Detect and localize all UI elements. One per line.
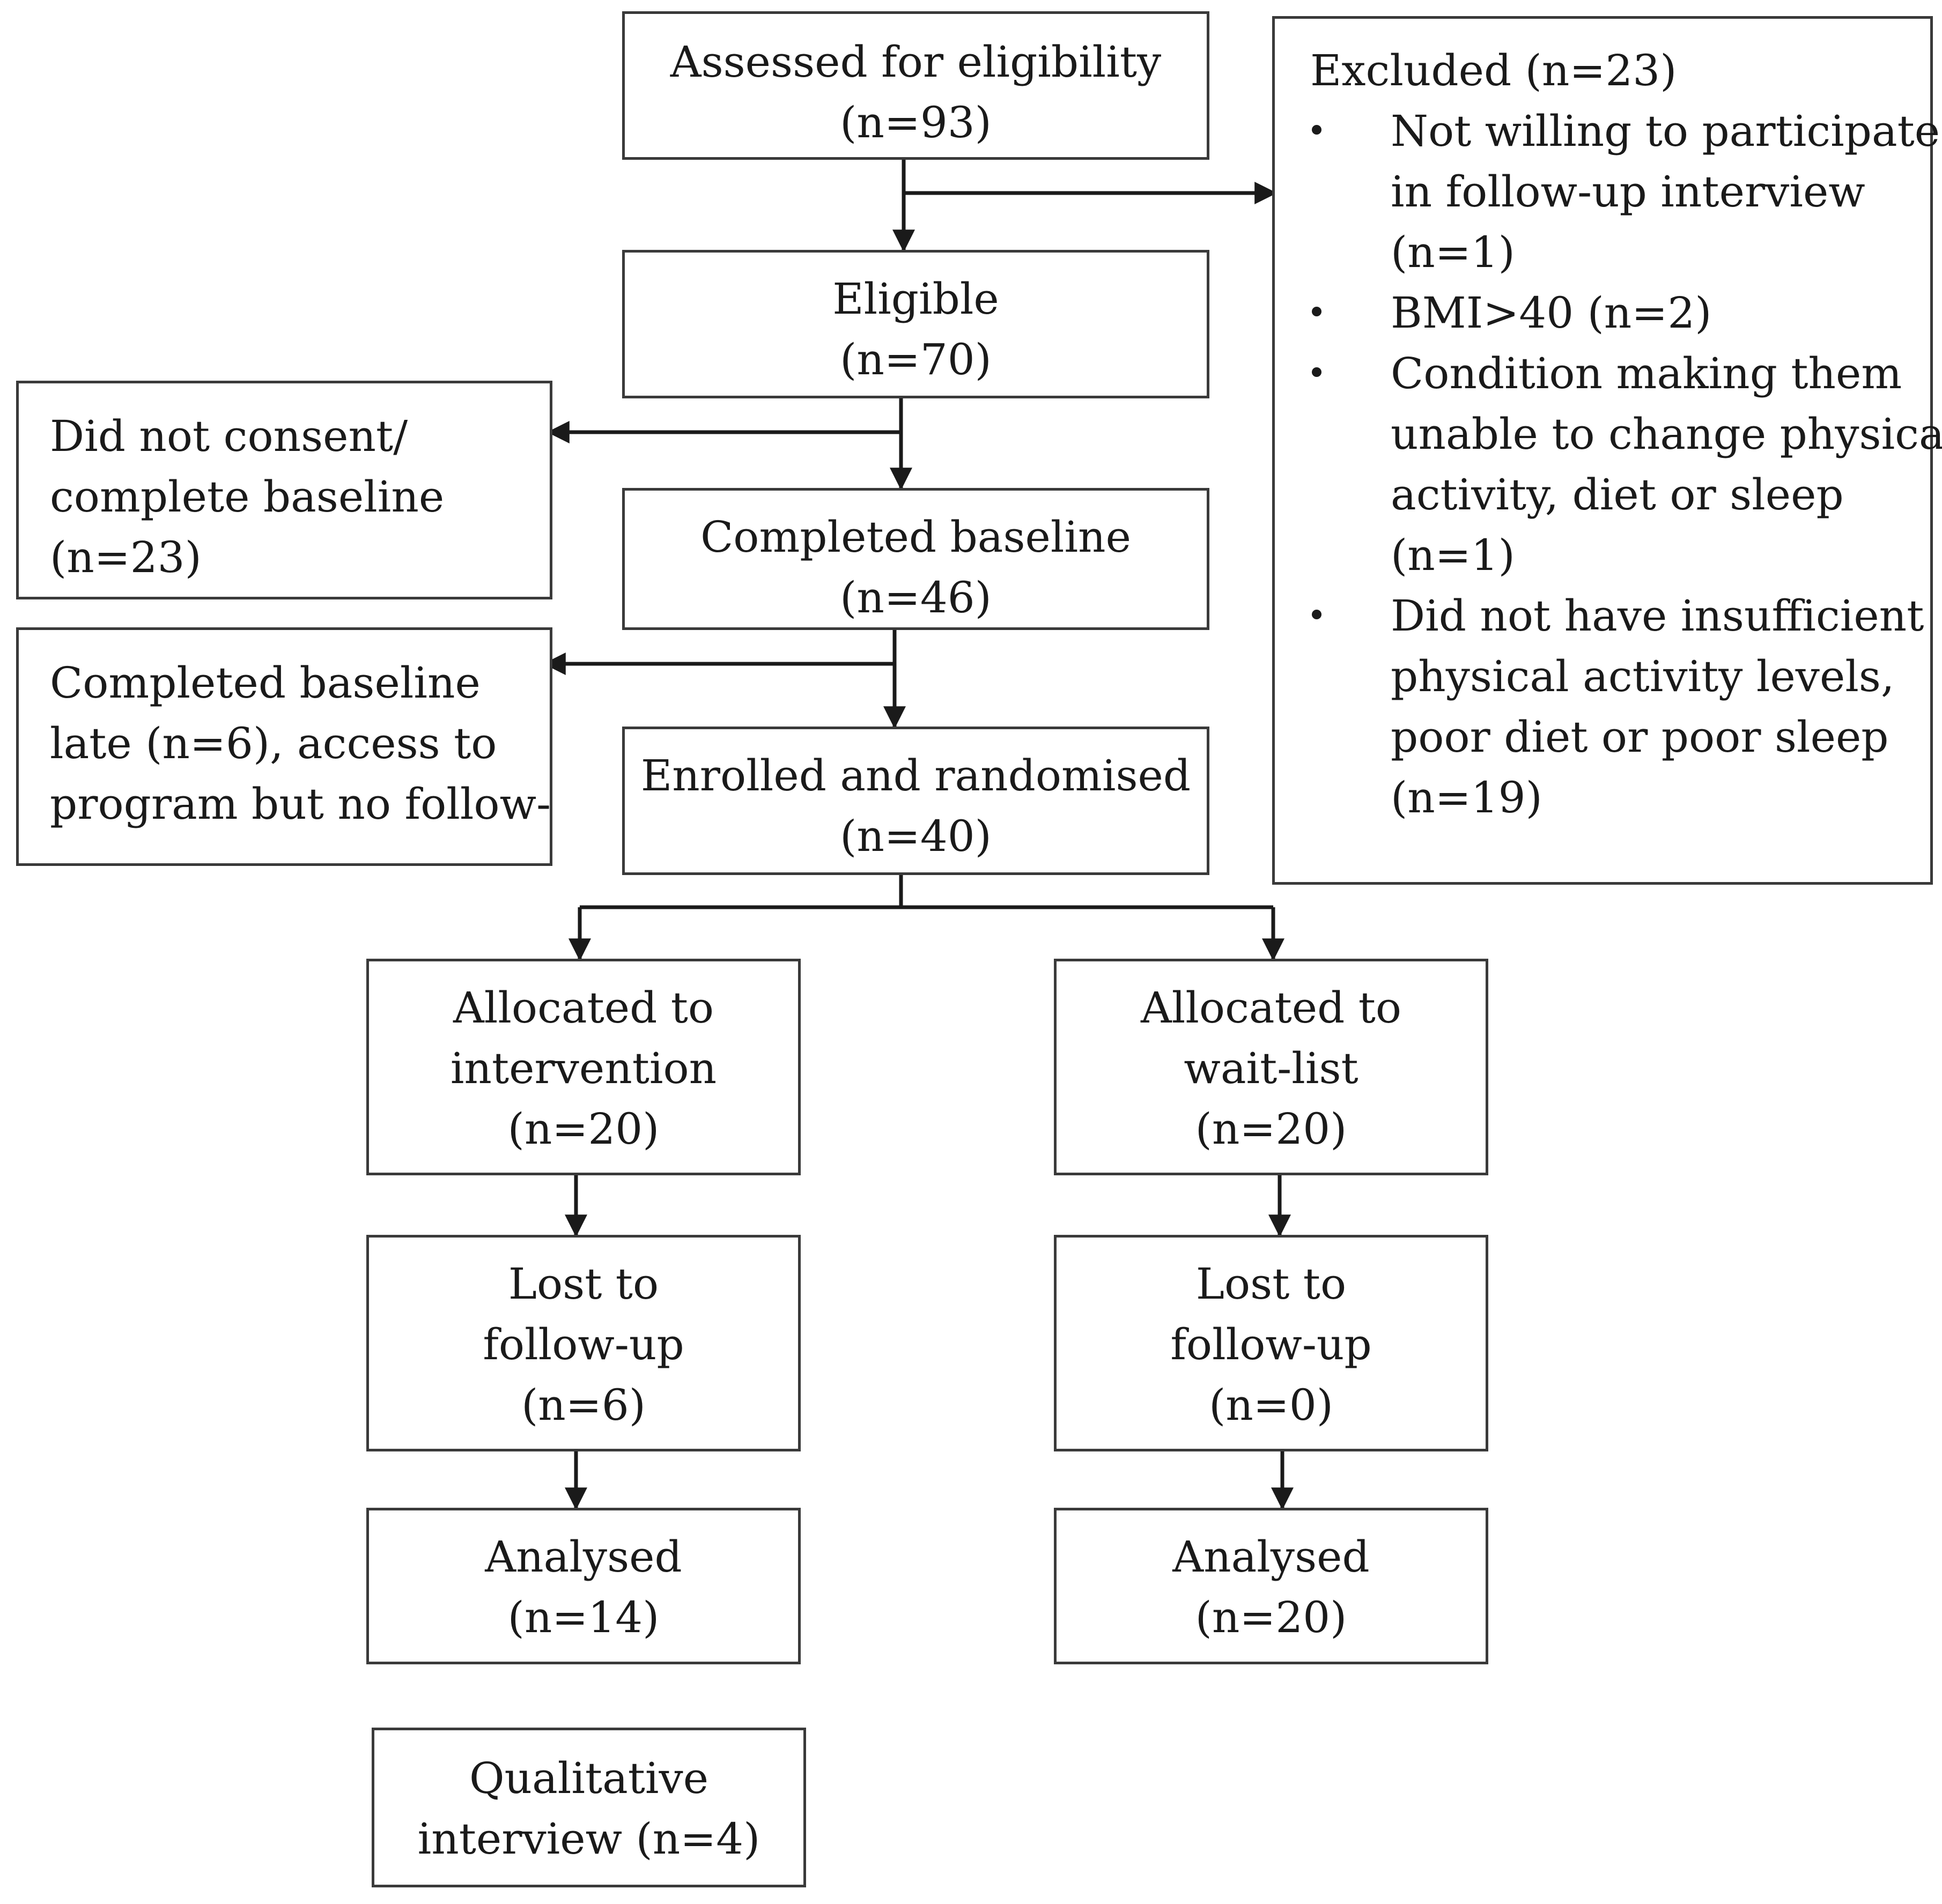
excluded-reason-text: activity, diet or sleep bbox=[1391, 470, 1844, 520]
excluded-reason-item: Condition making them unable to change p… bbox=[1310, 343, 1942, 586]
excluded-reason-count: (n=1) bbox=[1391, 530, 1515, 580]
excluded-title: Excluded (n=23) bbox=[1310, 46, 1677, 95]
lost-intervention-box: Lost to follow-up (n=6) bbox=[366, 1235, 801, 1451]
eligible-label: Eligible bbox=[832, 274, 999, 324]
excluded-reason-text: unable to change physical bbox=[1391, 409, 1942, 459]
excluded-reason-text: Did not have insufficient bbox=[1391, 591, 1924, 641]
lost-waitlist-line-1: Lost to bbox=[1195, 1259, 1347, 1309]
did-not-consent-box: Did not consent/ complete baseline (n=23… bbox=[16, 381, 552, 599]
assessed-box: Assessed for eligibility (n=93) bbox=[622, 11, 1209, 160]
lost-intervention-line-2: follow-up bbox=[483, 1320, 684, 1369]
completed-late-box: Completed baseline late (n=6), access to… bbox=[16, 627, 552, 866]
qualitative-interview-line-1: Qualitative bbox=[469, 1753, 709, 1803]
allocated-intervention-count: (n=20) bbox=[507, 1104, 660, 1154]
allocated-waitlist-line-2: wait-list bbox=[1184, 1043, 1358, 1093]
excluded-reasons-list: Not willing to participate in follow-up … bbox=[1310, 101, 1942, 828]
completed-late-line-3: program but no follow- bbox=[50, 779, 551, 829]
allocated-intervention-box: Allocated to intervention (n=20) bbox=[366, 959, 801, 1175]
completed-baseline-box: Completed baseline (n=46) bbox=[622, 488, 1209, 630]
analysed-intervention-box: Analysed (n=14) bbox=[366, 1508, 801, 1664]
excluded-reason-item: Not willing to participate in follow-up … bbox=[1310, 101, 1940, 283]
completed-baseline-count: (n=46) bbox=[840, 573, 992, 620]
excluded-reason-item: BMI>40 (n=2) bbox=[1310, 283, 1930, 343]
assessed-count: (n=93) bbox=[840, 98, 992, 147]
did-not-consent-line-2: complete baseline bbox=[50, 472, 445, 522]
allocated-intervention-line-2: intervention bbox=[450, 1043, 717, 1093]
eligible-box: Eligible (n=70) bbox=[622, 250, 1209, 398]
excluded-reason-text: physical activity levels, bbox=[1391, 651, 1895, 701]
analysed-intervention-count: (n=14) bbox=[507, 1592, 660, 1642]
excluded-reason-text: Not willing to participate bbox=[1391, 106, 1940, 156]
qualitative-interview-box: Qualitative interview (n=4) bbox=[372, 1728, 806, 1887]
lost-intervention-line-1: Lost to bbox=[508, 1259, 659, 1309]
excluded-reason-text: BMI>40 (n=2) bbox=[1391, 288, 1712, 338]
analysed-waitlist-box: Analysed (n=20) bbox=[1054, 1508, 1488, 1664]
did-not-consent-count: (n=23) bbox=[50, 532, 202, 582]
lost-waitlist-box: Lost to follow-up (n=0) bbox=[1054, 1235, 1488, 1451]
allocated-waitlist-count: (n=20) bbox=[1195, 1104, 1347, 1154]
completed-late-line-2: late (n=6), access to bbox=[50, 718, 497, 768]
allocated-waitlist-box: Allocated to wait-list (n=20) bbox=[1054, 959, 1488, 1175]
lost-waitlist-line-2: follow-up bbox=[1170, 1320, 1372, 1369]
excluded-reason-text: poor diet or poor sleep bbox=[1391, 712, 1889, 762]
qualitative-interview-line-2: interview (n=4) bbox=[417, 1814, 760, 1864]
allocated-waitlist-line-1: Allocated to bbox=[1140, 983, 1402, 1033]
enrolled-label: Enrolled and randomised bbox=[640, 751, 1191, 801]
analysed-intervention-label: Analysed bbox=[485, 1532, 682, 1582]
lost-intervention-count: (n=6) bbox=[521, 1380, 646, 1430]
excluded-reason-item: Did not have insufficient physical activ… bbox=[1310, 586, 1930, 828]
excluded-box: Excluded (n=23) Not willing to participa… bbox=[1272, 16, 1942, 885]
excluded-reason-count: (n=1) bbox=[1391, 227, 1515, 277]
did-not-consent-line-1: Did not consent/ bbox=[50, 411, 408, 461]
excluded-reason-text: in follow-up interview bbox=[1391, 167, 1865, 217]
analysed-waitlist-label: Analysed bbox=[1172, 1532, 1370, 1582]
lost-waitlist-count: (n=0) bbox=[1209, 1380, 1333, 1430]
enrolled-box: Enrolled and randomised (n=40) bbox=[622, 727, 1209, 875]
allocated-intervention-line-1: Allocated to bbox=[453, 983, 714, 1033]
excluded-reason-text: Condition making them bbox=[1391, 349, 1902, 398]
eligible-count: (n=70) bbox=[840, 335, 992, 384]
analysed-waitlist-count: (n=20) bbox=[1195, 1592, 1347, 1642]
completed-baseline-label: Completed baseline bbox=[700, 512, 1131, 562]
enrolled-count: (n=40) bbox=[840, 811, 992, 861]
completed-late-line-1: Completed baseline bbox=[50, 658, 481, 708]
assessed-label: Assessed for eligibility bbox=[670, 37, 1162, 87]
excluded-reason-count: (n=19) bbox=[1391, 773, 1542, 823]
